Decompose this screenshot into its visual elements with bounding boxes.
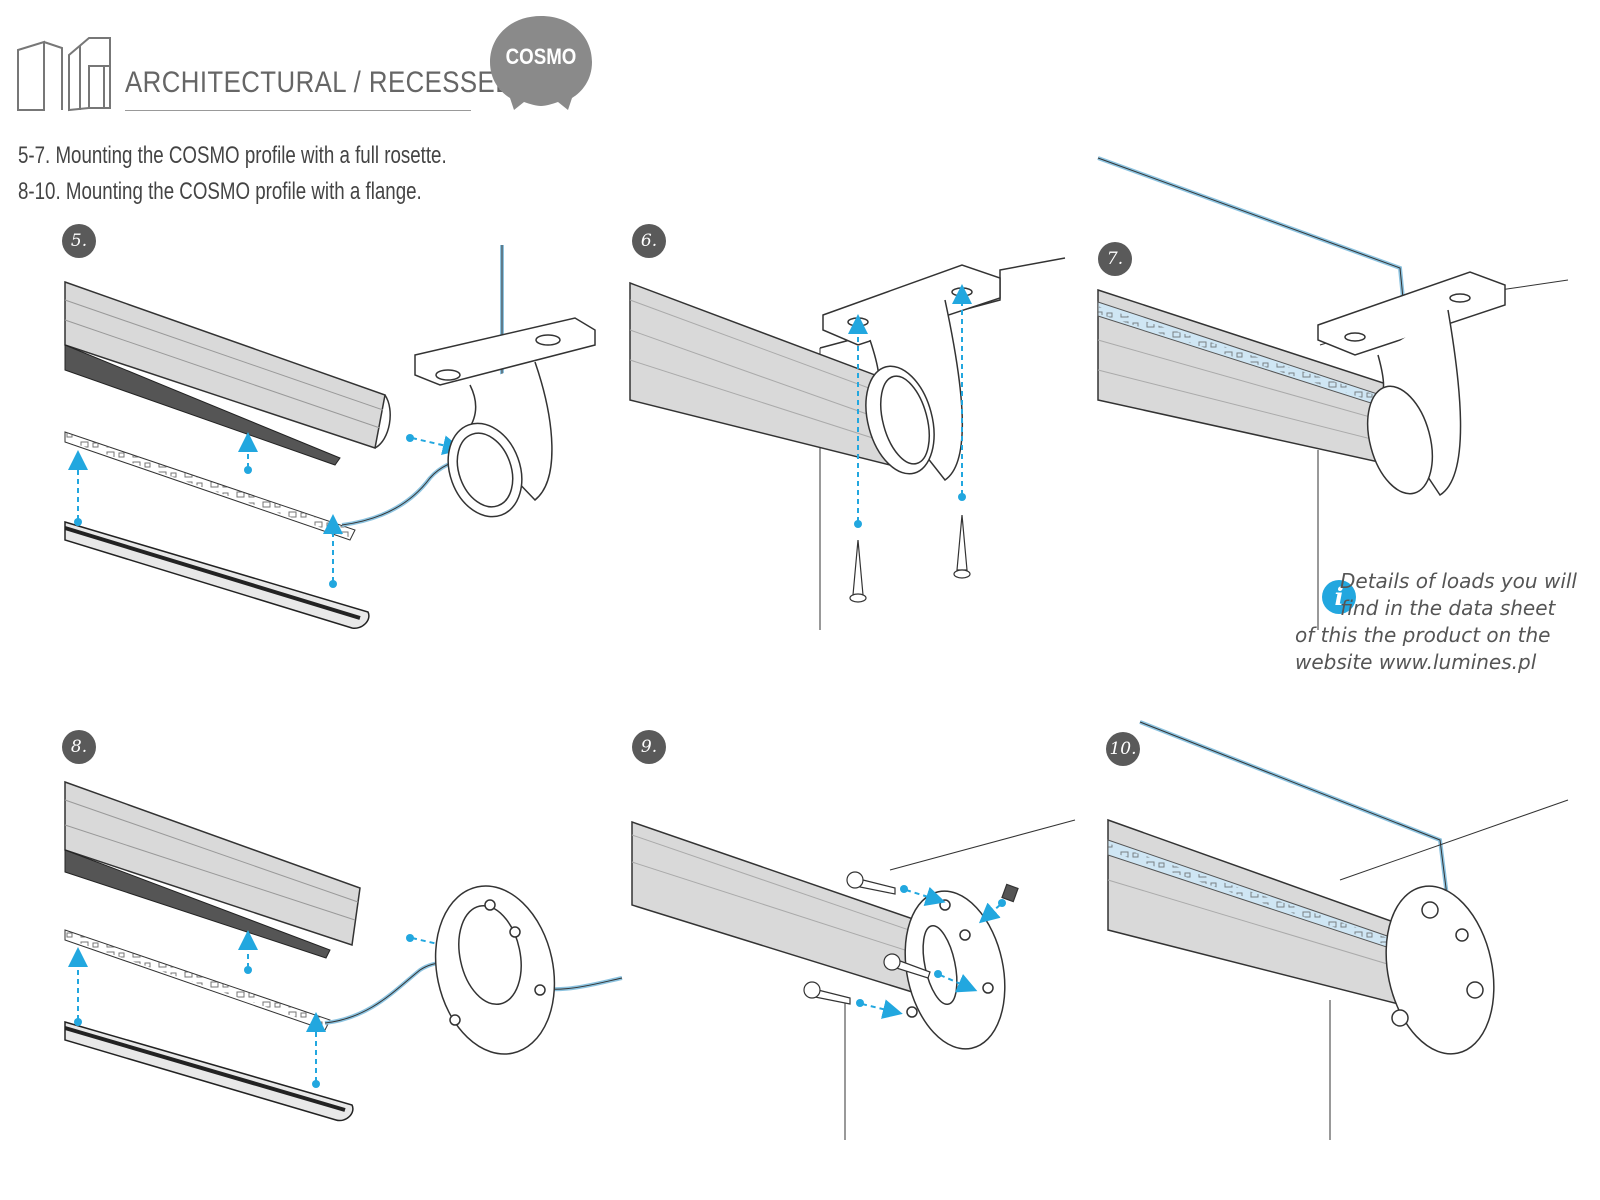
step-badge-10: 10. — [1106, 732, 1140, 766]
badge-label: COSMO — [505, 44, 577, 69]
intro-line-1: 5-7. Mounting the COSMO profile with a f… — [18, 142, 447, 169]
diffuser-cover — [64, 1021, 354, 1122]
flange-icon — [904, 890, 1006, 1050]
load-details-note: Details of loads you will find in the da… — [1295, 568, 1600, 676]
profile-body — [64, 280, 391, 466]
screw-icon — [849, 514, 971, 603]
step-badge-5: 5. — [62, 224, 96, 258]
note-line-3: of this the product on the — [1295, 623, 1551, 647]
product-badge: COSMO — [488, 12, 594, 112]
diffuser-cover — [64, 520, 370, 629]
screw-icon — [803, 871, 1019, 1005]
step-6-illustration — [629, 257, 1066, 630]
step-badge-7: 7. — [1098, 242, 1132, 276]
profile-body — [1096, 288, 1421, 471]
intro-line-2: 8-10. Mounting the COSMO profile with a … — [18, 178, 422, 205]
step-5-illustration — [63, 245, 596, 629]
step-9-illustration — [631, 819, 1076, 1140]
note-line-2: find in the data sheet — [1340, 596, 1556, 620]
profile-body — [64, 780, 361, 959]
step-7-illustration — [1096, 156, 1569, 630]
cosmo-badge-icon — [490, 16, 592, 110]
category-title: ARCHITECTURAL / RECESSED — [125, 66, 515, 99]
profile-body — [631, 820, 946, 1001]
rosette-bracket — [1317, 271, 1506, 497]
led-strip — [63, 431, 356, 541]
flange-icon — [434, 885, 556, 1055]
building-outline-icon — [17, 37, 111, 112]
info-icon: i — [1322, 580, 1356, 614]
note-line-4: website www.lumines.pl — [1295, 650, 1537, 674]
note-line-1: Details of loads you will — [1340, 569, 1577, 593]
flange-icon — [1385, 885, 1495, 1055]
rosette-bracket — [414, 317, 596, 518]
blue-arrows — [68, 432, 463, 582]
step-badge-6: 6. — [632, 224, 666, 258]
title-underline — [125, 110, 471, 111]
profile-body — [1106, 818, 1431, 1011]
step-badge-8: 8. — [62, 730, 96, 764]
step-10-illustration — [1106, 720, 1569, 1140]
step-8-illustration — [63, 780, 623, 1122]
step-badge-9: 9. — [632, 730, 666, 764]
profile-body — [629, 281, 916, 471]
